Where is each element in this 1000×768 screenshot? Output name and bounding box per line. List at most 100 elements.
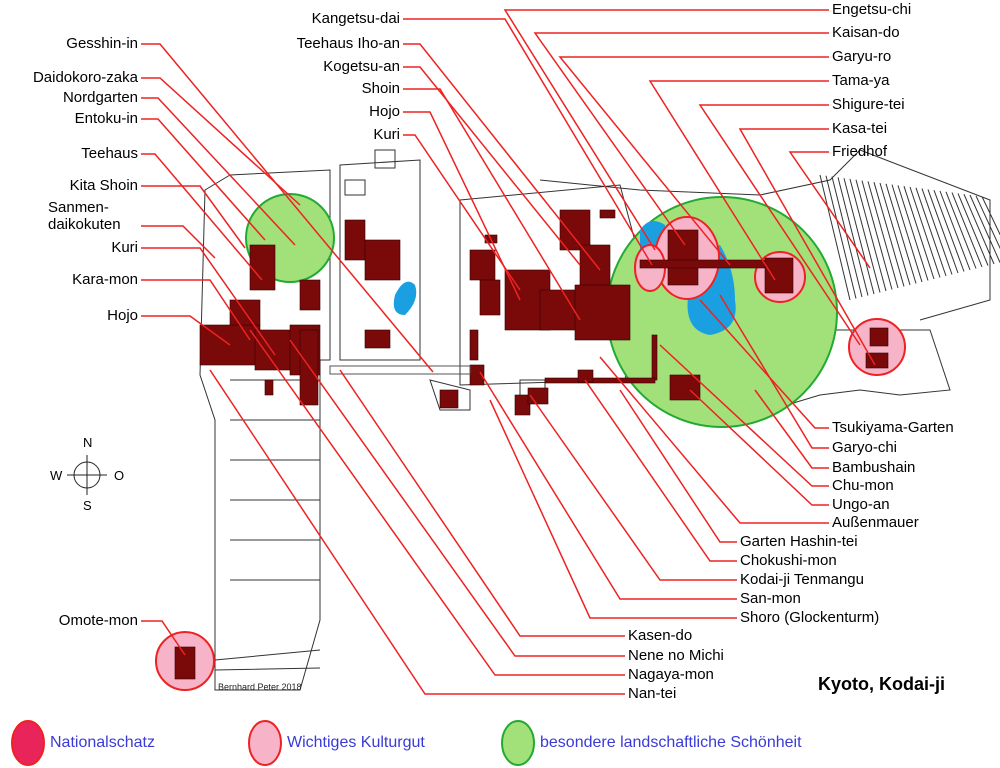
compass-icon [67, 455, 107, 495]
cemetery-line [861, 180, 893, 290]
leader-line [249, 329, 625, 676]
label-omote-mon: Omote-mon [58, 612, 138, 629]
leader-line [599, 356, 829, 524]
cemetery-line [843, 178, 875, 295]
label-nan-tei: Nan-tei [628, 685, 677, 702]
compass-w: W [50, 468, 63, 483]
cemetery-line [981, 196, 1000, 236]
label-kuri: Kuri [373, 126, 400, 143]
leader-line [403, 18, 653, 266]
label-shoro-glockenturm: Shoro (Glockenturm) [740, 609, 880, 626]
leader-line [141, 185, 246, 249]
label-gesshin-in: Gesshin-in [66, 35, 138, 52]
cemetery-line [903, 186, 935, 280]
leader-line [529, 394, 737, 581]
cemetery-line [879, 182, 911, 286]
leader-line [533, 32, 829, 246]
cemetery-line [933, 190, 965, 272]
label-kogetsu-an: Kogetsu-an [323, 58, 400, 75]
cemetery-line [963, 194, 995, 265]
cemetery-line [975, 195, 1000, 250]
leader-line [141, 118, 266, 241]
label-kasen-do: Kasen-do [628, 627, 693, 644]
legend-kulturgut: Wichtiges Kulturgut [287, 734, 425, 751]
leader-line [209, 369, 625, 695]
cemetery-line [825, 175, 857, 299]
cemetery-line [921, 188, 953, 275]
leader-line [503, 9, 829, 251]
cemetery-line [939, 190, 971, 271]
label-kuri: Kuri [111, 239, 138, 256]
label-garyo-chi: Garyo-chi [832, 439, 898, 456]
leader-line [141, 43, 434, 373]
label-engetsu-chi: Engetsu-chi [832, 1, 912, 18]
label-hojo: Hojo [107, 307, 138, 324]
leader-line [141, 279, 251, 341]
leader-line [619, 389, 737, 543]
bridge [329, 365, 471, 375]
leader-line [141, 153, 263, 281]
label-au-enmauer: Außenmauer [832, 514, 919, 531]
leader-line [648, 80, 829, 281]
pond [393, 281, 417, 315]
leader-line [141, 225, 216, 259]
leader-line [141, 77, 301, 206]
leader-line [141, 97, 296, 246]
cemetery-line [909, 186, 941, 278]
label-san-mon: San-mon [740, 590, 801, 607]
label-sanmen-daikokuten: Sanmen-daikokuten [48, 199, 121, 233]
label-daidokoro-zaka: Daidokoro-zaka [32, 69, 138, 86]
cemetery-line [957, 193, 989, 266]
label-chokushi-mon: Chokushi-mon [740, 552, 837, 569]
leader-lines [141, 9, 876, 695]
leader-line [584, 379, 737, 562]
leader-line [738, 128, 876, 366]
label-kangetsu-dai: Kangetsu-dai [311, 10, 400, 27]
label-tama-ya: Tama-ya [832, 72, 890, 89]
cemetery-line [837, 177, 869, 296]
leader-line [141, 315, 231, 346]
compass-o: O [114, 468, 125, 483]
label-friedhof: Friedhof [832, 143, 888, 160]
cemetery-hatching [819, 174, 1000, 301]
compass-n: N [83, 435, 93, 450]
cemetery-line [867, 181, 899, 289]
cemetery-line [831, 176, 863, 298]
label-entoku-in: Entoku-in [74, 110, 138, 127]
label-teehaus-iho-an: Teehaus Iho-an [296, 35, 400, 52]
label-teehaus: Teehaus [81, 145, 138, 162]
leader-line [479, 371, 737, 600]
legend-nationalschatz: Nationalschatz [50, 734, 155, 751]
leader-line [141, 247, 276, 356]
leader-line [558, 56, 829, 266]
leader-line [289, 339, 625, 657]
cemetery-line [897, 185, 929, 281]
leader-line [659, 344, 829, 487]
cemetery-line [945, 191, 977, 269]
leader-line [403, 43, 601, 271]
label-chu-mon: Chu-mon [832, 477, 894, 494]
leader-line [689, 389, 829, 506]
cemetery-line [891, 184, 923, 283]
label-kasa-tei: Kasa-tei [832, 120, 888, 137]
compass-s: S [83, 498, 92, 513]
cemetery-line [915, 187, 947, 277]
label-garten-hashin-tei: Garten Hashin-tei [740, 533, 858, 550]
cemetery-line [849, 178, 881, 293]
kulturgut-kasa-tei [848, 318, 906, 376]
legend-landschaft: besondere landschaftliche Schönheit [540, 734, 802, 751]
label-shigure-tei: Shigure-tei [832, 96, 905, 113]
credit: Bernhard Peter 2018 [218, 682, 302, 692]
label-nordgarten: Nordgarten [62, 89, 138, 106]
leader-line [403, 134, 521, 291]
leader-line [403, 66, 581, 266]
leader-line [698, 104, 861, 346]
cemetery-line [885, 183, 917, 284]
legend-markers [11, 720, 535, 766]
label-kita-shoin: Kita Shoin [69, 177, 138, 194]
cemetery-line [927, 189, 959, 274]
leader-line [699, 299, 829, 429]
buildings [174, 209, 889, 680]
label-hojo: Hojo [369, 103, 400, 120]
cemetery-line [969, 194, 1000, 263]
